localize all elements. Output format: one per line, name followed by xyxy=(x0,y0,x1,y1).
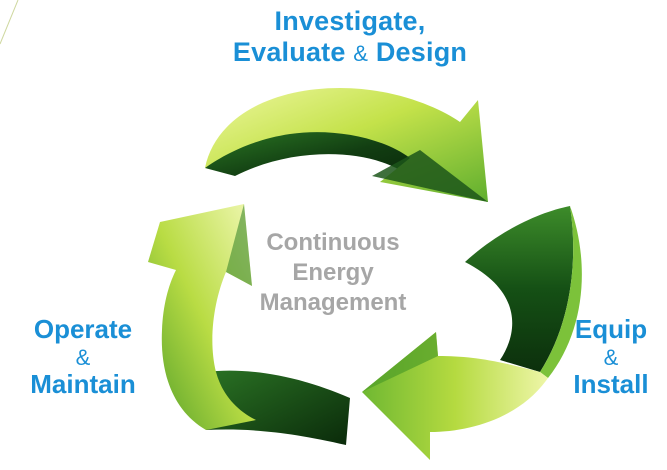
stage-label-equip: Equip & Install xyxy=(555,314,667,400)
design-word: Design xyxy=(375,37,468,68)
arrow-right-edge xyxy=(540,206,582,378)
corner-line xyxy=(0,0,19,45)
arrow-left-fold xyxy=(226,204,252,286)
stage-label-operate: Operate & Maintain xyxy=(8,314,158,400)
stage-label-investigate-line2: Evaluate & Design xyxy=(200,37,500,68)
arrow-top-fold xyxy=(372,150,488,202)
center-title-line3: Management xyxy=(259,289,407,316)
center-title-line1: Continuous xyxy=(266,229,400,256)
ampersand: & xyxy=(75,344,91,370)
maintain-word: Maintain xyxy=(30,369,136,400)
ampersand: & xyxy=(603,344,619,370)
evaluate-word: Evaluate xyxy=(232,37,346,68)
center-title-line2: Energy xyxy=(292,259,374,286)
arrow-left-dark xyxy=(206,370,350,445)
equip-word: Equip xyxy=(574,314,648,344)
stage-label-investigate-line1: Investigate, xyxy=(274,6,426,36)
stage-label-investigate: Investigate, Evaluate & Design xyxy=(200,6,500,68)
arrow-right-dark xyxy=(465,206,574,372)
center-title: Continuous Energy Management xyxy=(238,228,428,318)
arrow-bottom-head-shade xyxy=(362,332,438,392)
install-word: Install xyxy=(573,369,649,400)
arrow-left xyxy=(148,204,256,430)
ampersand: & xyxy=(353,41,369,67)
operate-word: Operate xyxy=(33,314,133,344)
